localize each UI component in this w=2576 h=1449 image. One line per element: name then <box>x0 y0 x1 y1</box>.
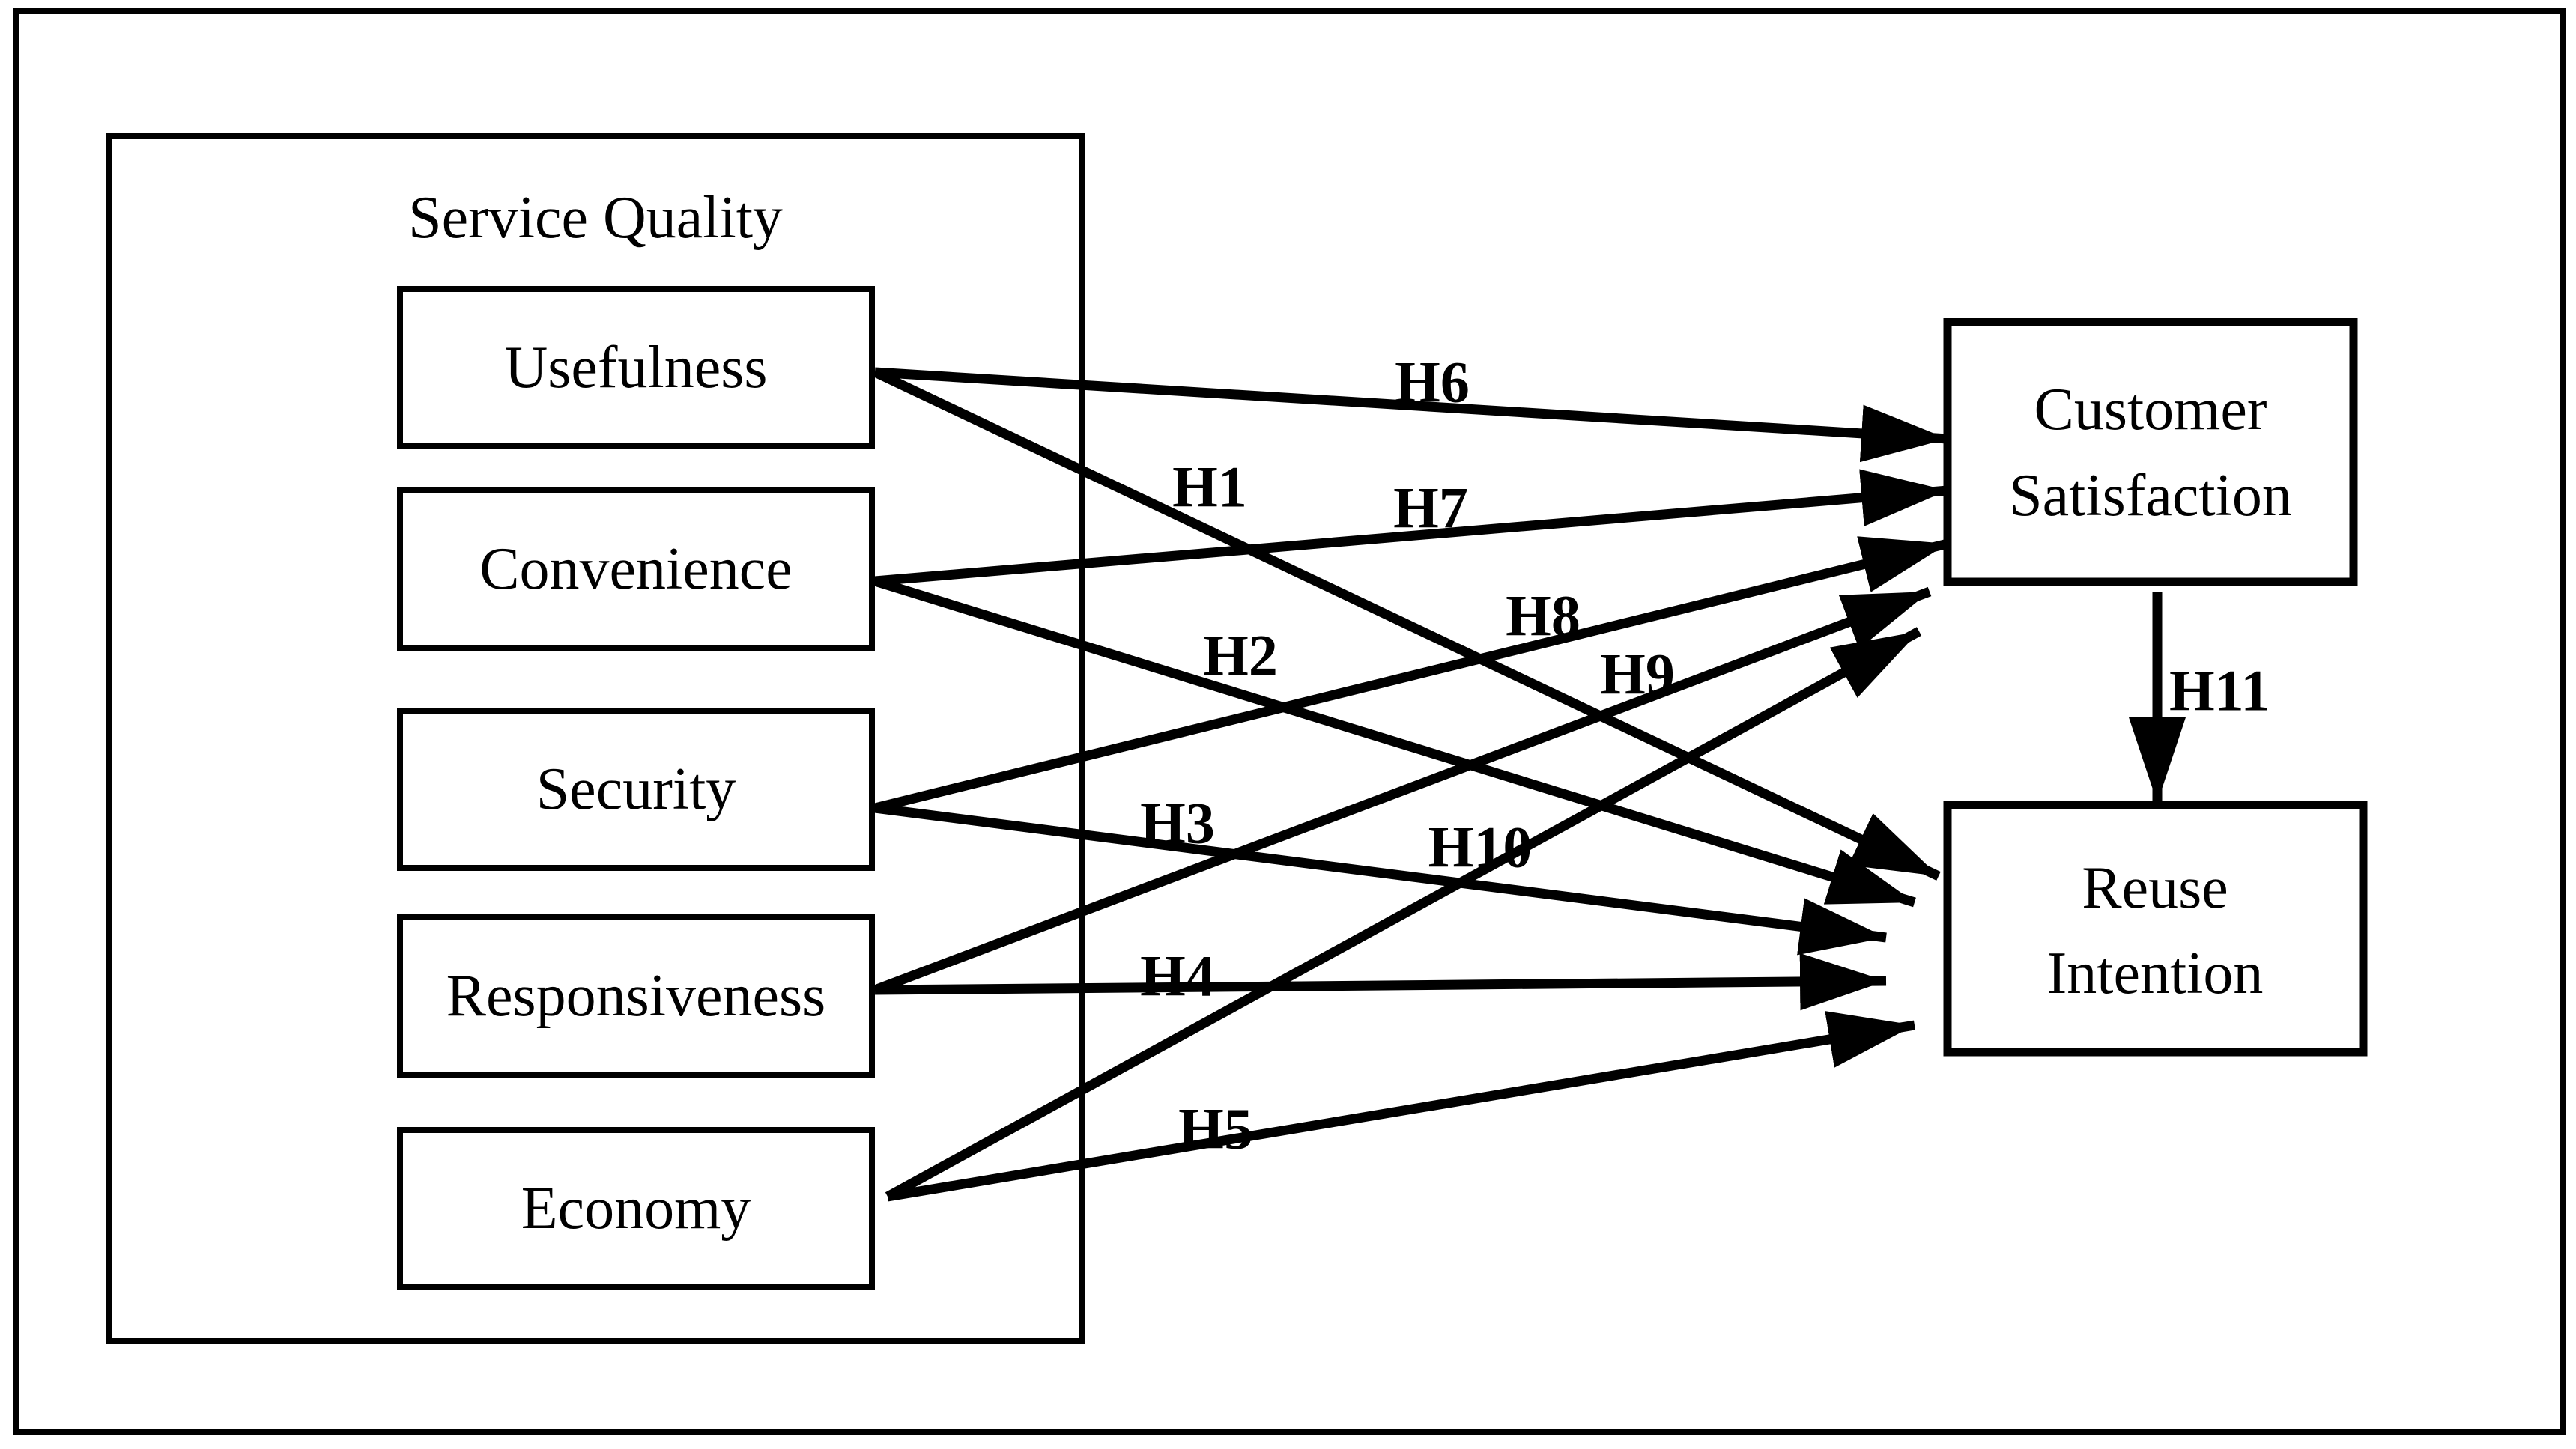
reuse-intention: Reuse Intention <box>1943 801 2368 1057</box>
customer-satisfaction-label-line2: Satisfaction <box>2009 463 2292 529</box>
hypothesis-label-h9: H9 <box>1600 642 1675 707</box>
convenience-box <box>397 487 875 651</box>
arrow-h8-security-to-customer-satisfaction <box>873 536 1949 813</box>
arrow-h6-usefulness-to-customer-satisfaction <box>874 367 1948 463</box>
hypothesis-label-h11: H11 <box>2169 658 2270 723</box>
responsiveness-label: Responsiveness <box>446 963 826 1029</box>
economy-label: Economy <box>521 1176 751 1242</box>
security-label: Security <box>536 756 736 822</box>
arrows <box>873 367 2186 1202</box>
hypothesis-label-h10: H10 <box>1428 815 1533 880</box>
arrow-h9-responsiveness-to-customer-satisfaction <box>873 586 1932 995</box>
hypothesis-label-h7: H7 <box>1393 476 1468 541</box>
arrow-h1-usefulness-to-reuse-intention <box>873 368 1941 881</box>
security-box <box>397 708 875 871</box>
service-quality-label: Service Quality <box>408 185 783 251</box>
hypothesis-labels: H1 H2 H3 H4 H5 H6 H7 H8 H9 H10 H11 <box>1140 350 2270 1161</box>
arrow-h3-security-to-reuse-intention <box>874 803 1887 956</box>
arrow-h2-convenience-to-reuse-intention <box>873 576 1916 908</box>
arrow-h10-economy-to-customer-satisfaction <box>885 627 1922 1201</box>
reuse-intention-label-line2: Intention <box>2047 941 2264 1006</box>
customer-satisfaction-label-line1: Customer <box>2034 377 2267 443</box>
dimension-responsiveness: Responsiveness <box>397 914 875 1078</box>
responsiveness-box <box>397 914 875 1078</box>
arrow-h7-convenience-to-customer-satisfaction <box>874 469 1948 586</box>
hypothesis-label-h2: H2 <box>1203 623 1278 688</box>
customer-satisfaction-box <box>1943 318 2358 586</box>
reuse-intention-label-line1: Reuse <box>2082 855 2228 921</box>
arrow-h4-responsiveness-to-reuse-intention <box>874 953 1887 1011</box>
hypothesis-label-h6: H6 <box>1395 350 1470 415</box>
hypothesis-label-h8: H8 <box>1506 583 1581 648</box>
hypothesis-label-h5: H5 <box>1178 1096 1253 1161</box>
dimension-economy: Economy <box>397 1127 875 1290</box>
usefulness-box <box>397 286 875 449</box>
hypothesis-label-h3: H3 <box>1140 791 1215 856</box>
economy-box <box>397 1127 875 1290</box>
hypothesis-label-h4: H4 <box>1140 944 1215 1009</box>
dimension-convenience: Convenience <box>397 487 875 651</box>
convenience-label: Convenience <box>479 536 793 602</box>
arrow-h5-economy-to-reuse-intention <box>886 1011 1916 1202</box>
reuse-intention-box <box>1943 801 2368 1057</box>
customer-satisfaction: Customer Satisfaction <box>1943 318 2358 586</box>
hypothesis-label-h1: H1 <box>1172 455 1247 520</box>
dimension-security: Security <box>397 708 875 871</box>
dimension-usefulness: Usefulness <box>397 286 875 449</box>
usefulness-label: Usefulness <box>504 335 767 401</box>
